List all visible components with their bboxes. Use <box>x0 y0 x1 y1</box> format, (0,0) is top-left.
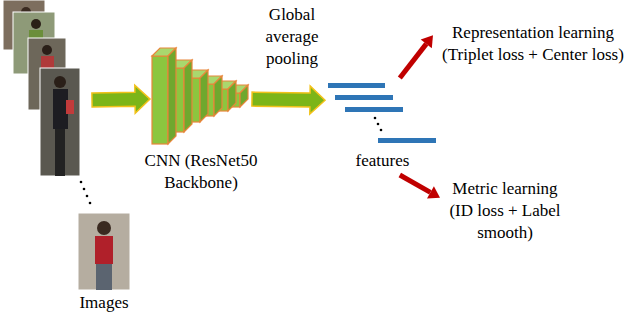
branch-arrow <box>400 35 433 78</box>
node-label: Metric learning (ID loss + Label smooth) <box>440 178 570 244</box>
node-label: Images <box>68 292 140 314</box>
image-stack: Images <box>0 0 92 180</box>
feature-bars <box>328 83 436 143</box>
node-label: features <box>325 150 440 172</box>
node-label: CNN (ResNet50 Backbone) <box>141 150 261 194</box>
node-label: Representation learning (Triplet loss + … <box>433 22 633 66</box>
cnn-backbone: CNN (ResNet50 Backbone) <box>150 44 252 148</box>
ellipsis-dots <box>80 181 92 205</box>
cnn-layers <box>152 48 248 144</box>
edge-label: Global average pooling <box>251 4 333 70</box>
photo <box>40 68 80 176</box>
branch-arrow <box>400 175 440 199</box>
photo <box>78 213 130 290</box>
representation-learning-box: Representation learning (Triplet loss + … <box>433 22 633 66</box>
metric-learning-box: Metric learning (ID loss + Label smooth) <box>440 178 570 244</box>
photo-stack <box>3 0 130 290</box>
flow-arrow <box>252 86 325 114</box>
feature-vectors: features <box>325 78 440 175</box>
flow-arrow <box>92 85 150 113</box>
